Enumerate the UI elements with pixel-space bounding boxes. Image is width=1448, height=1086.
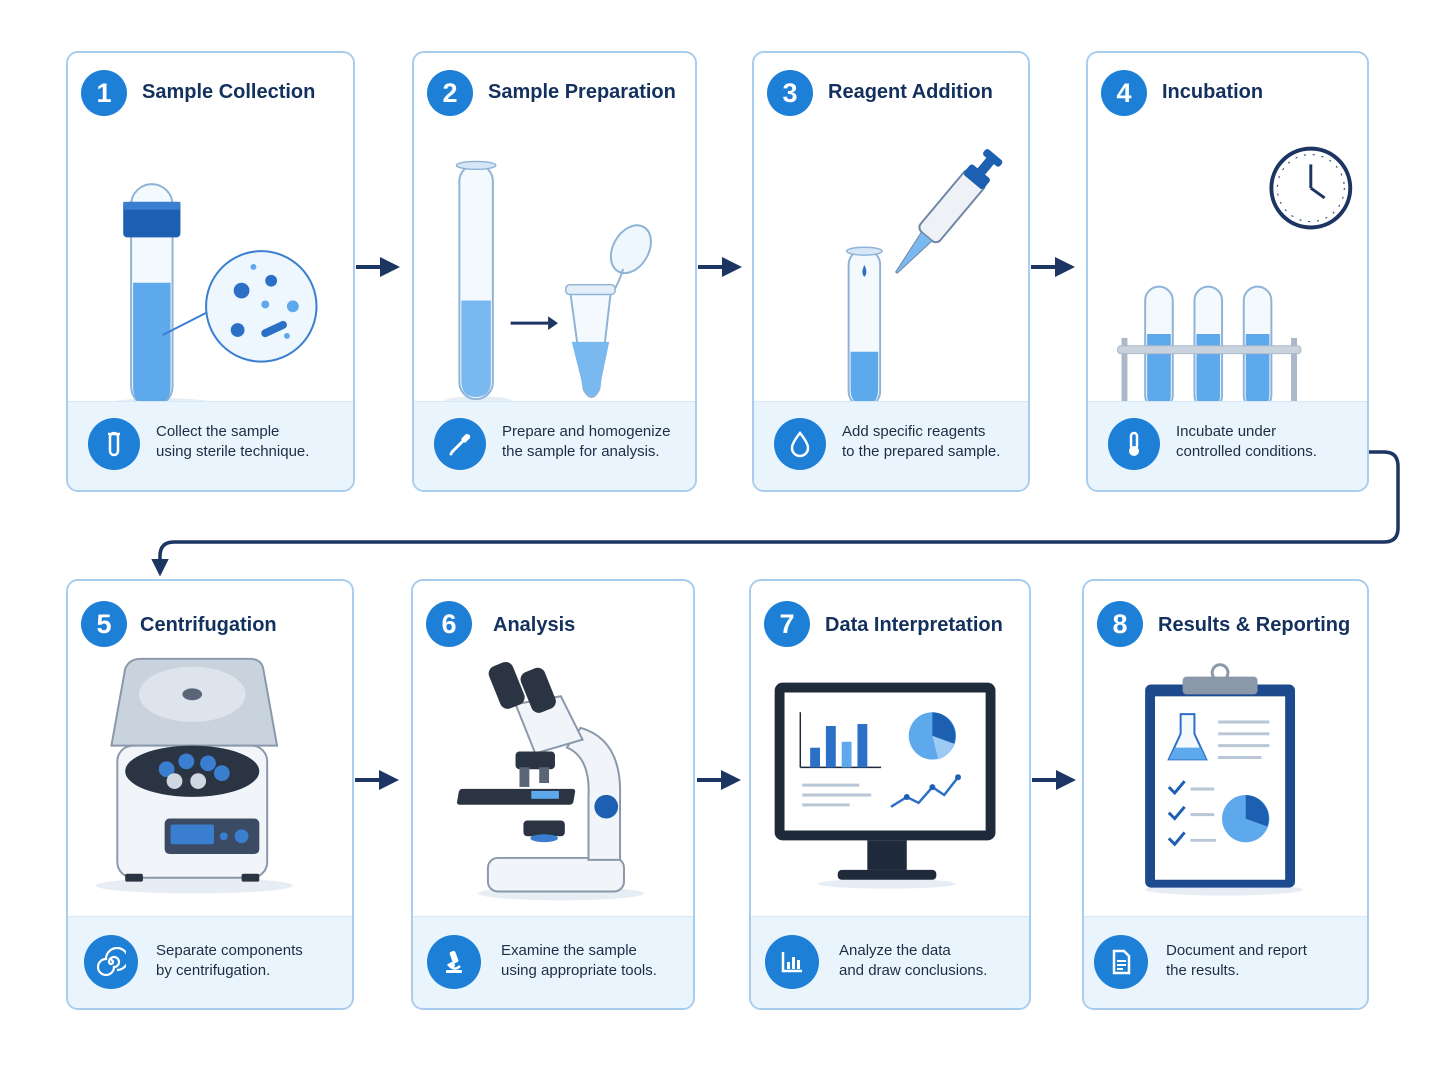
- step-number-badge: 2: [427, 70, 473, 116]
- step-number-badge: 5: [81, 601, 127, 647]
- step-footer: Incubate under controlled conditions.: [1088, 401, 1367, 490]
- droplet-icon: [774, 418, 826, 470]
- step-card-5: 5 Centrifugation Sep: [66, 579, 354, 1010]
- centrifuge-illustration: [68, 653, 352, 921]
- step-description: Collect the sample using sterile techniq…: [156, 423, 310, 460]
- step-card-2: 2 Sample Preparation Prepare and homogen…: [412, 51, 697, 492]
- preparation-illustration: [414, 121, 695, 403]
- step-footer: Analyze the data and draw conclusions.: [751, 916, 1029, 1008]
- bar-chart-icon: [765, 935, 819, 989]
- step-title: Sample Preparation: [488, 81, 676, 103]
- step-description: Incubate under controlled conditions.: [1176, 423, 1317, 460]
- sample-tube-illustration: [68, 121, 353, 403]
- step-footer: Document and report the results.: [1084, 916, 1367, 1008]
- thermometer-icon: [1108, 418, 1160, 470]
- test-tube-icon: [88, 418, 140, 470]
- step-card-7: 7 Data Interpretation: [749, 579, 1031, 1010]
- arrow-4-5: [151, 450, 1400, 577]
- step-number-badge: 8: [1097, 601, 1143, 647]
- step-title: Incubation: [1162, 81, 1264, 103]
- step-footer: Separate components by centrifugation.: [68, 916, 352, 1008]
- step-card-3: 3 Reagent Addition Add specific reagents…: [752, 51, 1030, 492]
- step-description: Add specific reagents to the prepared sa…: [842, 423, 1001, 460]
- step-title: Reagent Addition: [828, 81, 993, 103]
- step-title: Data Interpretation: [825, 614, 1003, 636]
- step-description: Prepare and homogenize the sample for an…: [502, 423, 671, 460]
- document-icon: [1094, 935, 1148, 989]
- microscope-icon: [427, 935, 481, 989]
- step-card-6: 6 Analysis Examine the sample using appr…: [411, 579, 695, 1010]
- pipette-illustration: [754, 121, 1028, 403]
- step-footer: Examine the sample using appropriate too…: [413, 916, 693, 1008]
- step-footer: Collect the sample using sterile techniq…: [68, 401, 353, 490]
- dropper-icon: [434, 418, 486, 470]
- step-title: Sample Collection: [142, 81, 316, 103]
- clipboard-report-illustration: [1084, 661, 1367, 921]
- step-title: Analysis: [493, 614, 576, 636]
- spiral-icon: [84, 935, 138, 989]
- step-footer: Prepare and homogenize the sample for an…: [414, 401, 695, 490]
- step-number-badge: 1: [81, 70, 127, 116]
- step-card-1: 1 Sample Collection Collect the sample: [66, 51, 355, 492]
- microscope-illustration: [413, 647, 693, 921]
- step-description: Separate components by centrifugation.: [156, 942, 303, 979]
- step-card-4: 4 Incubation In: [1086, 51, 1369, 492]
- step-number-badge: 4: [1101, 70, 1147, 116]
- step-number-badge: 7: [764, 601, 810, 647]
- step-number-badge: 3: [767, 70, 813, 116]
- step-description: Examine the sample using appropriate too…: [501, 942, 657, 979]
- step-title: Results & Reporting: [1158, 614, 1351, 636]
- step-number-badge: 6: [426, 601, 472, 647]
- monitor-dashboard-illustration: [751, 671, 1029, 921]
- step-description: Analyze the data and draw conclusions.: [839, 942, 988, 979]
- step-card-8: 8 Results & Reporting: [1082, 579, 1369, 1010]
- step-title: Centrifugation: [140, 614, 277, 636]
- step-description: Document and report the results.: [1166, 942, 1307, 979]
- step-footer: Add specific reagents to the prepared sa…: [754, 401, 1028, 490]
- incubation-rack-illustration: [1088, 121, 1367, 403]
